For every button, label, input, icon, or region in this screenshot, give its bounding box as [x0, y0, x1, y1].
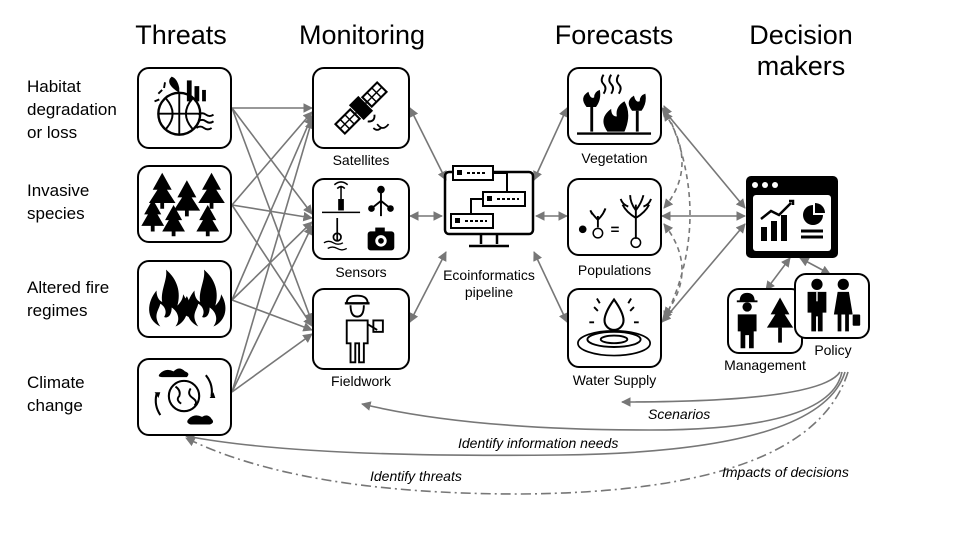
arrow-climate-sensors: [231, 225, 313, 393]
management-box: [727, 288, 803, 354]
monitoring-box-satellites: [312, 67, 410, 149]
computer-servers-icon: [443, 165, 535, 266]
arrow-invasive-satellites: [231, 111, 313, 206]
arrow-habitat-sensors: [231, 107, 313, 215]
policy-box: [794, 273, 870, 339]
arrow-pipeline-vegetation: [533, 107, 568, 181]
arrow-invasive-sensors: [231, 204, 313, 222]
caption-policy: Policy: [814, 342, 852, 358]
threat-label-fire: Altered fire regimes: [27, 278, 110, 320]
arrow-water-dashboard: [661, 223, 746, 323]
arrow-dashboard-management: [765, 257, 791, 291]
arrow-satellites-pipeline: [409, 107, 447, 181]
arrow-invasive-fieldwork: [231, 204, 313, 327]
arrow-impacts-of-decisions: [185, 371, 849, 495]
header-monitoring: Monitoring: [298, 20, 426, 50]
arrow-fire-fieldwork: [231, 299, 313, 332]
threat-box-climate: [137, 358, 232, 436]
monitoring-box-fieldwork: [312, 288, 410, 370]
threat-box-invasive: [137, 165, 232, 243]
caption-populations: Populations: [577, 262, 652, 278]
forecast-box-vegetation: [567, 67, 662, 145]
pipeline-icon-wrapper: [443, 162, 535, 262]
caption-pipeline: Ecoinformatics pipeline: [443, 267, 535, 300]
arrow-fire-sensors: [231, 221, 313, 301]
arrow-climate-fieldwork: [231, 333, 313, 393]
dashboard-wrapper: [745, 175, 839, 259]
label-identify-threats: Identify threats: [370, 468, 462, 484]
forecast-box-populations: [567, 178, 662, 256]
arrow-vegetation-dashboard: [661, 107, 746, 209]
arrow-scenarios: [621, 371, 841, 407]
arrow-identify-threats: [185, 371, 846, 457]
header-threats: Threats: [135, 20, 227, 50]
header-forecasts: Forecasts: [554, 20, 674, 50]
threat-label-invasive: Invasive species: [27, 181, 90, 223]
caption-satellites: Satellites: [332, 152, 390, 168]
arrow-pipeline-water: [533, 251, 568, 323]
arrow-dashboard-policy: [799, 257, 831, 275]
label-scenarios: Scenarios: [648, 406, 711, 422]
arrow-fieldwork-pipeline: [409, 251, 447, 323]
arrow-fire-satellites: [231, 115, 313, 301]
arrow-climate-satellites: [231, 119, 315, 393]
caption-management: Management: [724, 357, 806, 373]
arrow-habitat-fieldwork: [231, 107, 314, 323]
caption-sensors: Sensors: [335, 264, 387, 280]
threat-box-fire: [137, 260, 232, 338]
threat-label-climate: Climate change: [27, 373, 85, 415]
monitoring-box-sensors: [312, 178, 410, 260]
caption-fieldwork: Fieldwork: [331, 373, 391, 389]
label-impacts-of-decisions: Impacts of decisions: [722, 464, 849, 480]
forecast-box-water: [567, 288, 662, 368]
arrow-info-needs: [361, 371, 843, 431]
arrow-vegetation-water-dashed: [663, 105, 691, 321]
dashboard-icon: [745, 176, 839, 263]
threat-box-habitat: [137, 67, 232, 149]
threat-label-habitat: Habitat degradation or loss: [27, 77, 117, 142]
caption-water-supply: Water Supply: [572, 372, 657, 388]
header-decision-makers: Decision makers: [749, 20, 853, 82]
caption-vegetation: Vegetation: [581, 150, 648, 166]
label-identify-information-needs: Identify information needs: [458, 435, 619, 451]
